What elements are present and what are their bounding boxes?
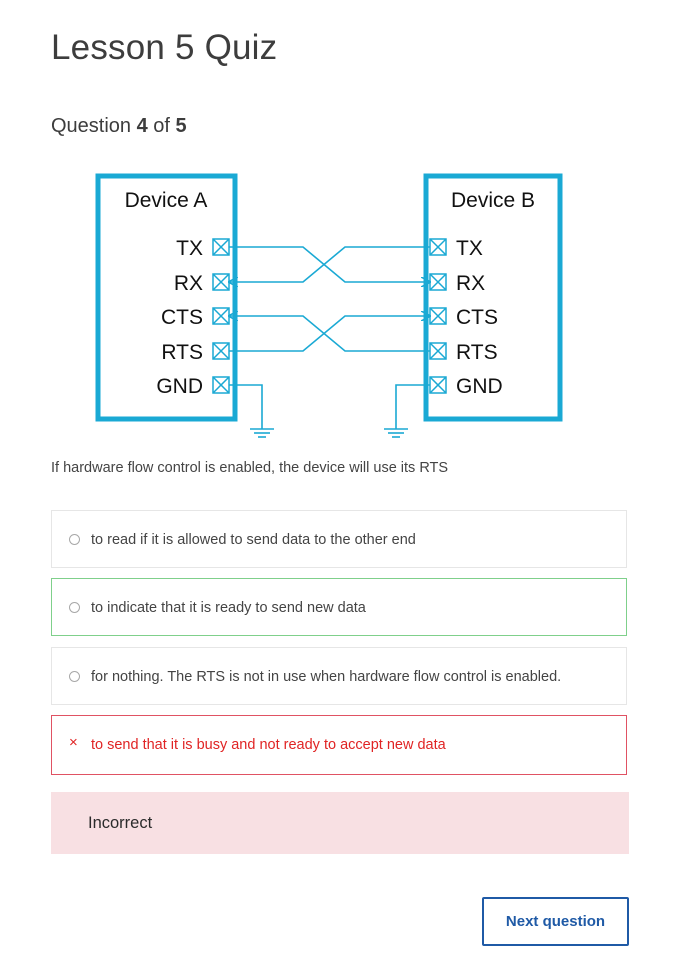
- device-a-pin-gnd: GND: [156, 375, 203, 398]
- answer-option-label: to indicate that it is ready to send new…: [91, 600, 366, 616]
- terminal-icon: [212, 273, 230, 291]
- radio-icon[interactable]: [69, 671, 80, 682]
- terminal-icon: [212, 342, 230, 360]
- terminal-icon: [429, 342, 447, 360]
- ground-connections: [229, 384, 430, 438]
- tx-rx-wires: [229, 246, 430, 282]
- device-a-ground-wire: [229, 384, 263, 429]
- wire-b-rts-to-a-cts: [229, 316, 430, 352]
- page-title: Lesson 5 Quiz: [51, 28, 278, 67]
- device-b-pin-rts: RTS: [456, 341, 498, 364]
- next-question-button[interactable]: Next question: [482, 897, 629, 946]
- wire-a-rts-to-b-cts: [229, 316, 430, 352]
- terminal-icon: [429, 273, 447, 291]
- feedback-text: Incorrect: [88, 814, 153, 832]
- device-b-pin-gnd: GND: [456, 375, 503, 398]
- ground-icon: [250, 428, 274, 438]
- answer-option-2[interactable]: to indicate that it is ready to send new…: [51, 578, 627, 636]
- x-icon: ×: [69, 734, 78, 751]
- device-a-pin-rts: RTS: [161, 341, 203, 364]
- device-a-pin-rx: RX: [174, 272, 203, 295]
- device-a-box: [95, 173, 238, 422]
- terminal-icon: [429, 376, 447, 394]
- answer-option-label: to send that it is busy and not ready to…: [91, 737, 446, 753]
- rts-cts-wires: [229, 316, 430, 352]
- answer-option-label: to read if it is allowed to send data to…: [91, 532, 416, 548]
- wire-a-tx-to-b-rx: [229, 246, 430, 282]
- device-a-pin-cts: CTS: [161, 306, 203, 329]
- device-b-title: Device B: [451, 189, 535, 212]
- feedback-banner: Incorrect: [51, 792, 629, 854]
- terminal-icon: [429, 307, 447, 325]
- device-b-pin-cts: CTS: [456, 306, 498, 329]
- device-b-terminals: [429, 238, 447, 394]
- terminal-icon: [212, 376, 230, 394]
- question-total: 5: [175, 115, 187, 137]
- terminal-icon: [212, 307, 230, 325]
- question-counter-prefix: Question: [51, 115, 137, 137]
- wire-b-tx-to-a-rx: [229, 246, 430, 282]
- device-b-pin-tx: TX: [456, 237, 483, 260]
- answer-option-4[interactable]: × to send that it is busy and not ready …: [51, 715, 627, 775]
- question-number: 4: [136, 115, 148, 137]
- device-b-box: [423, 173, 563, 422]
- device-a-pin-tx: TX: [176, 237, 203, 260]
- terminal-icon: [429, 238, 447, 256]
- question-prompt: If hardware flow control is enabled, the…: [51, 460, 449, 476]
- radio-icon[interactable]: [69, 602, 80, 613]
- answer-option-label: for nothing. The RTS is not in use when …: [91, 669, 562, 685]
- device-a-title: Device A: [125, 189, 208, 212]
- answer-option-1[interactable]: to read if it is allowed to send data to…: [51, 510, 627, 568]
- terminal-icon: [212, 238, 230, 256]
- device-b-pin-rx: RX: [456, 272, 485, 295]
- answer-option-3[interactable]: for nothing. The RTS is not in use when …: [51, 647, 627, 705]
- device-b-ground-wire: [395, 384, 430, 429]
- device-a-terminals: [212, 238, 230, 394]
- question-counter: Question 4 of 5: [51, 113, 187, 139]
- question-counter-middle: of: [147, 115, 176, 137]
- radio-icon[interactable]: [69, 534, 80, 545]
- ground-icon: [384, 428, 408, 438]
- uart-wiring-diagram: Device A Device B TX RX CTS RTS GND TX R…: [95, 173, 563, 438]
